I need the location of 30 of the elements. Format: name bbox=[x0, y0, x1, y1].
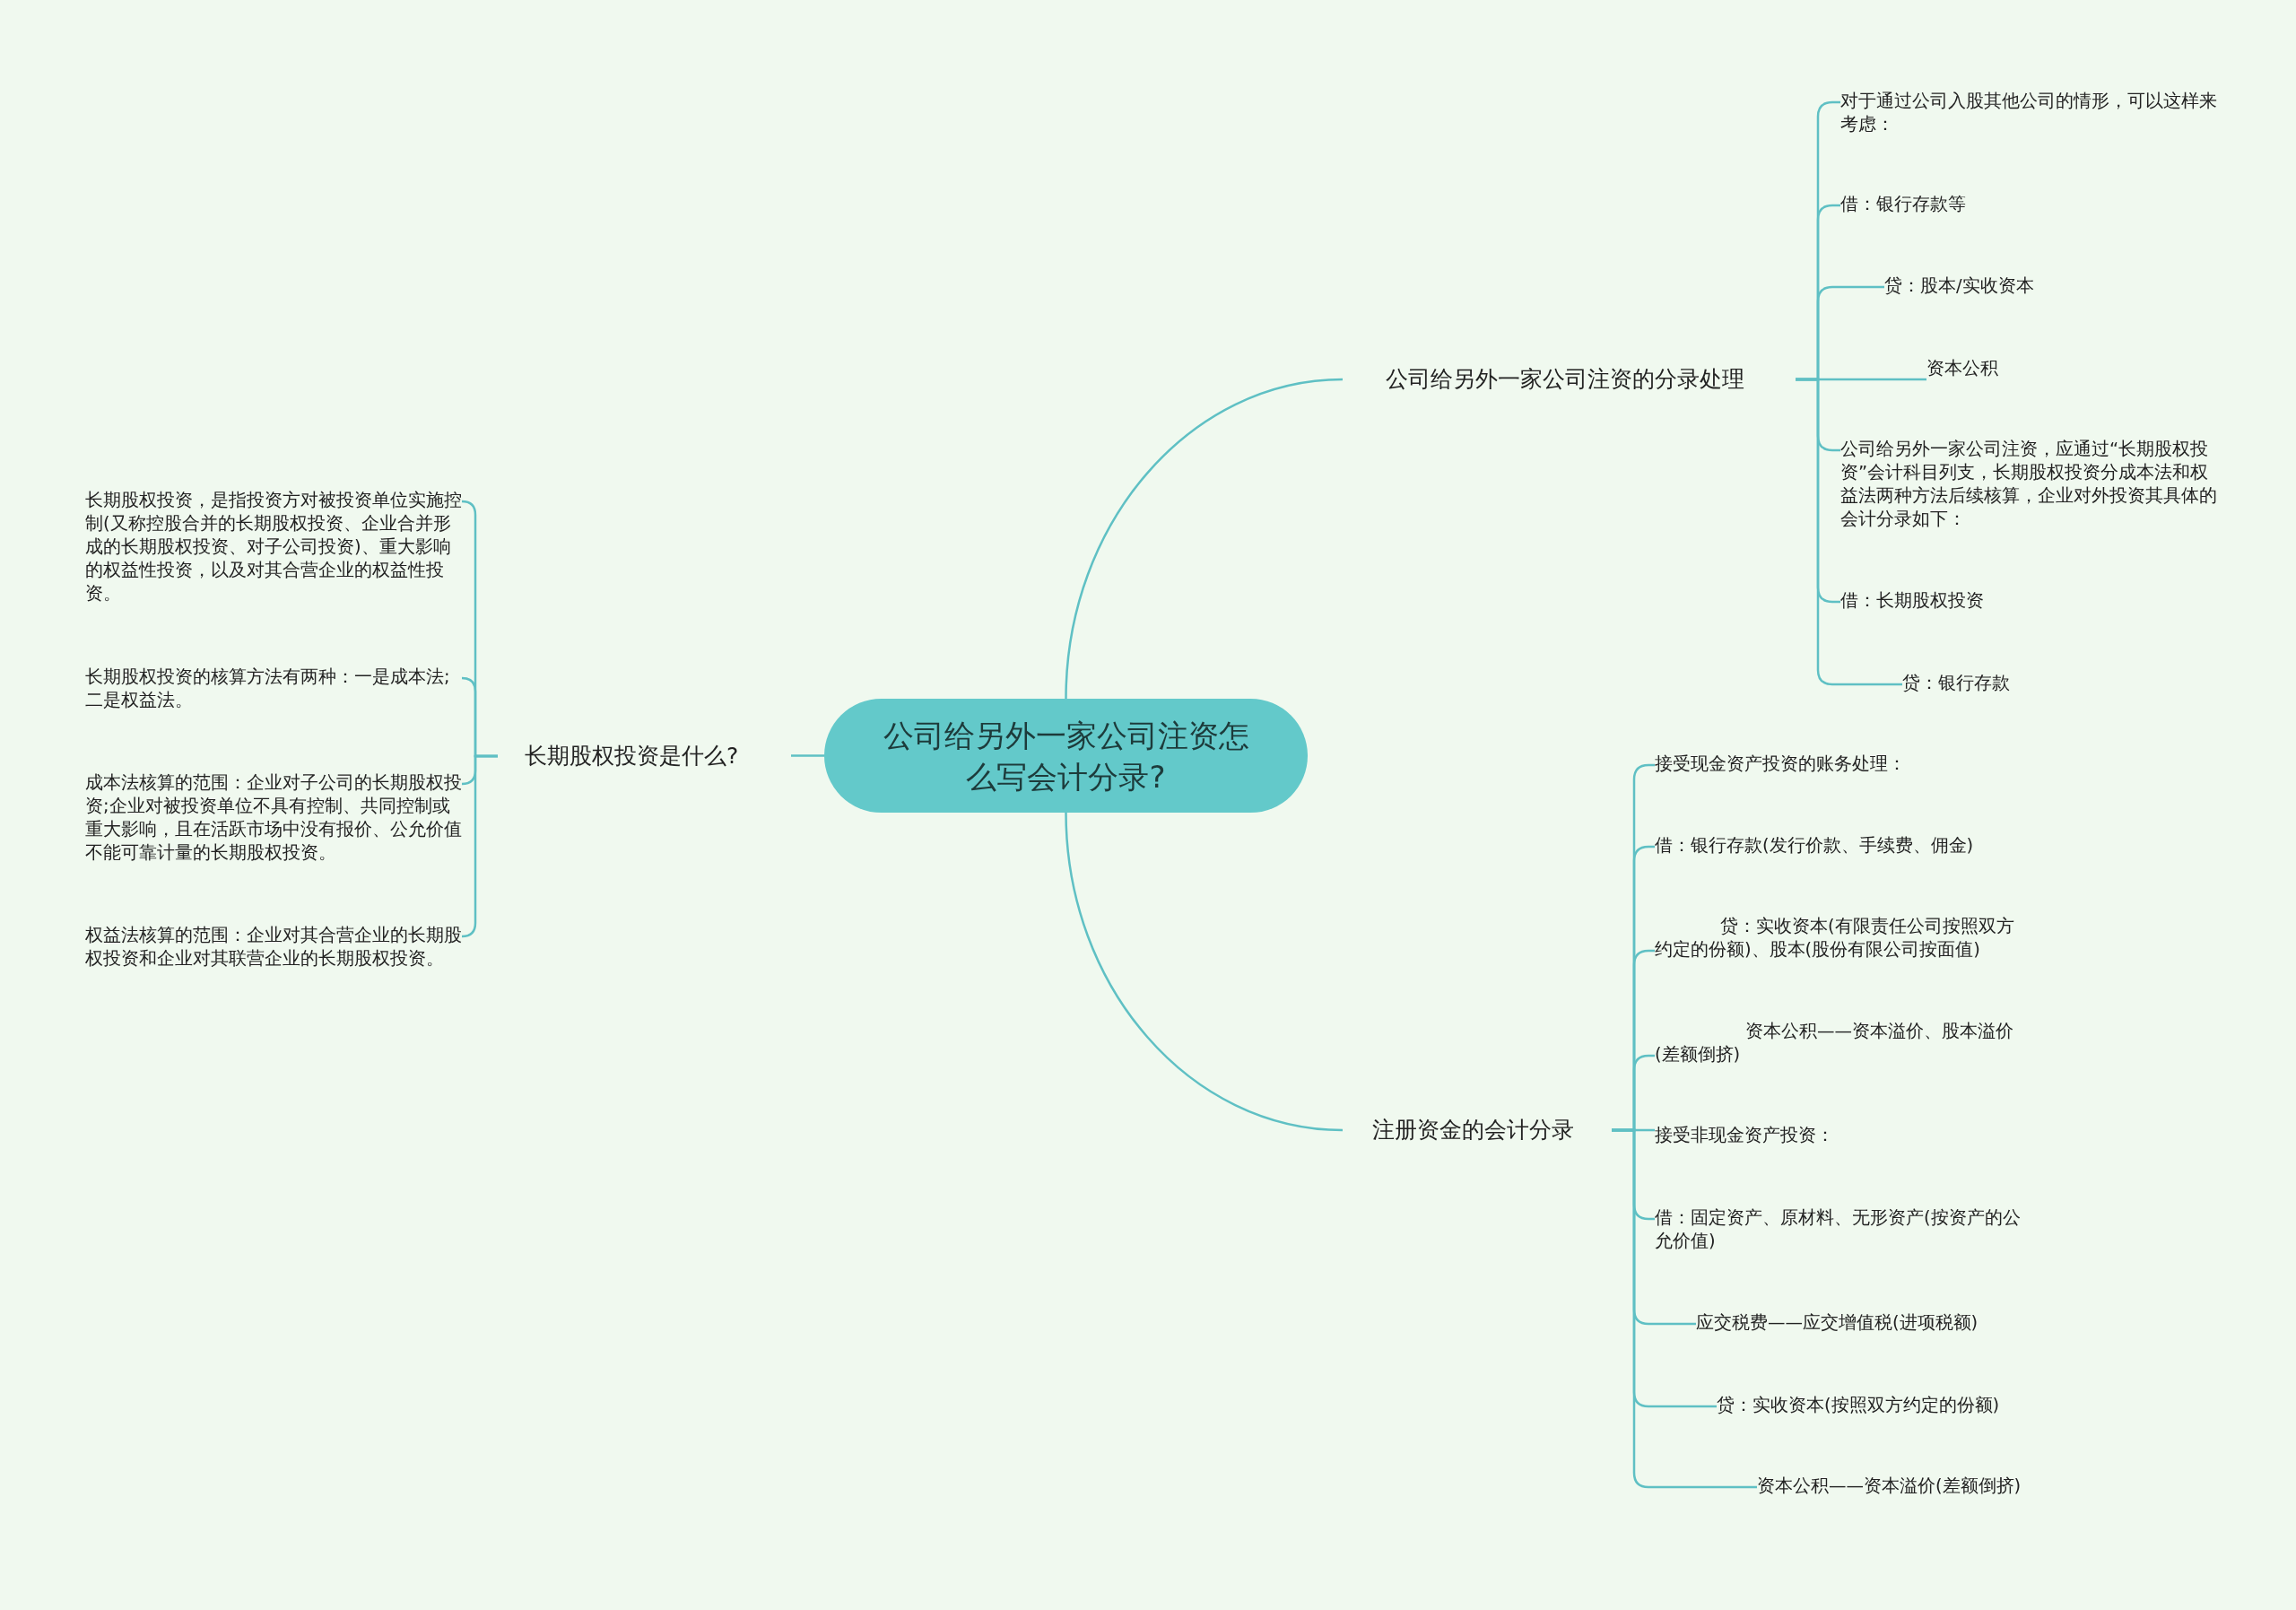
branch-topic: 长期股权投资是什么? bbox=[498, 740, 791, 772]
leaf-topic: 借：银行存款等 bbox=[1840, 193, 2217, 216]
leaf-topic: 借：长期股权投资 bbox=[1840, 589, 2217, 613]
leaf-topic: 资本公积 bbox=[1926, 357, 2217, 380]
leaf-topic: 借：银行存款(发行价款、手续费、佣金) bbox=[1655, 834, 2027, 857]
leaf-topic: 应交税费——应交增值税(进项税额) bbox=[1696, 1311, 2027, 1335]
leaf-topic: 贷：银行存款 bbox=[1902, 672, 2217, 695]
leaf-topic: 借：固定资产、原材料、无形资产(按资产的公允价值) bbox=[1655, 1206, 2027, 1253]
connector-line bbox=[1796, 378, 1902, 686]
leaf-topic: 对于通过公司入股其他公司的情形，可以这样来考虑： bbox=[1840, 90, 2217, 136]
leaf-topic: 贷：实收资本(有限责任公司按照双方约定的份额)、股本(股份有限公司按面值) bbox=[1655, 915, 2027, 962]
central-topic: 公司给另外一家公司注资怎么写会计分录? bbox=[824, 699, 1308, 813]
leaf-topic: 权益法核算的范围：企业对其合营企业的长期股权投资和企业对其联营企业的长期股权投资。 bbox=[85, 924, 462, 970]
leaf-topic: 长期股权投资的核算方法有两种：一是成本法;二是权益法。 bbox=[85, 666, 462, 712]
leaf-topic: 资本公积——资本溢价(差额倒挤) bbox=[1757, 1475, 2027, 1498]
leaf-topic: 接受非现金资产投资： bbox=[1655, 1124, 2027, 1147]
leaf-topic: 资本公积——资本溢价、股本溢价(差额倒挤) bbox=[1655, 1020, 2027, 1066]
leaf-topic: 贷：实收资本(按照双方约定的份额) bbox=[1717, 1394, 2027, 1417]
connector-line bbox=[1065, 812, 1344, 1132]
branch-topic: 公司给另外一家公司注资的分录处理 bbox=[1343, 363, 1796, 396]
leaf-topic: 成本法核算的范围：企业对子公司的长期股权投资;企业对被投资单位不具有控制、共同控制或重大影响，且在活跃市场中没有报价、公允价值不能可靠计量的长期股权投资。 bbox=[85, 771, 462, 865]
leaf-topic: 贷：股本/实收资本 bbox=[1884, 274, 2217, 298]
leaf-topic: 公司给另外一家公司注资，应通过“长期股权投资”会计科目列支，长期股权投资分成本法和权益法两种方法后续核算，企业对外投资其具体的会计分录如下： bbox=[1840, 438, 2217, 531]
connector-line bbox=[460, 754, 498, 938]
branch-topic: 注册资金的会计分录 bbox=[1343, 1114, 1612, 1146]
connector-line bbox=[1612, 1128, 1757, 1489]
connector-line bbox=[791, 754, 824, 757]
leaf-topic: 接受现金资产投资的账务处理： bbox=[1655, 753, 2027, 776]
leaf-topic: 长期股权投资，是指投资方对被投资单位实施控制(又称控股合并的长期股权投资、企业合并形成的长期股权投资、对子公司投资)、重大影响的权益性投资，以及对其合营企业的权益性投资。 bbox=[85, 489, 462, 605]
connector-line bbox=[1065, 378, 1344, 700]
